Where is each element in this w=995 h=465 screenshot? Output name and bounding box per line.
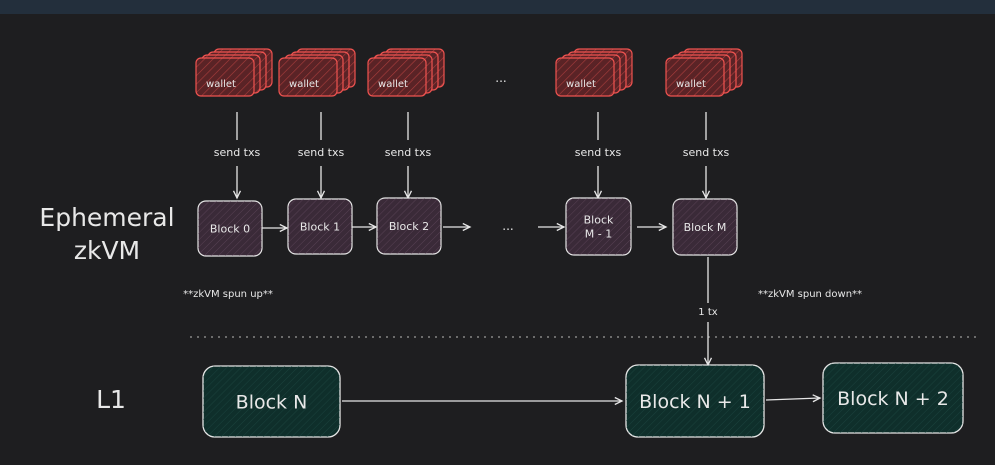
l1-chain-arrow xyxy=(342,396,624,406)
send-txs-arrow xyxy=(593,166,603,200)
send-txs-label: send txs xyxy=(214,146,261,159)
wallet-stack: wallet xyxy=(278,48,356,97)
send-txs-label: send txs xyxy=(683,146,730,159)
ephemeral-label-line2: zkVM xyxy=(74,236,140,265)
l1-block: Block N xyxy=(202,365,341,438)
wallet-label: wallet xyxy=(289,79,319,90)
zkvm-block-label: Block M xyxy=(684,221,727,234)
chain-arrow xyxy=(538,222,566,232)
send-txs-arrow xyxy=(403,166,413,200)
l1-label: L1 xyxy=(96,385,126,414)
chain-arrow xyxy=(637,222,668,232)
zkvm-block-label: Block 1 xyxy=(300,221,340,234)
ephemeral-label-line1: Ephemeral xyxy=(39,203,174,232)
zkvm-block: Block 0 xyxy=(197,200,263,257)
ellipsis-blocks: ... xyxy=(502,219,513,233)
wallet-stack: wallet xyxy=(665,48,743,97)
l1-block-label: Block N xyxy=(236,392,308,414)
spun-down-note: **zkVM spun down** xyxy=(758,289,862,300)
window-top-bar xyxy=(0,0,995,14)
one-tx-label: 1 tx xyxy=(698,307,717,318)
zkvm-block-label: Block 0 xyxy=(210,223,250,236)
chain-arrow xyxy=(262,223,289,233)
l1-block-label: Block N + 2 xyxy=(837,388,949,410)
wallet-stack: wallet xyxy=(367,48,445,97)
chain-arrow xyxy=(352,222,378,232)
wallet-label: wallet xyxy=(378,79,408,90)
send-txs-arrow xyxy=(232,166,242,200)
l1-chain-arrow xyxy=(765,394,822,403)
commit-arrow xyxy=(703,322,713,367)
wallet-label: wallet xyxy=(676,79,706,90)
send-txs-arrow xyxy=(701,166,711,200)
chain-arrow xyxy=(443,222,472,232)
l1-block: Block N + 1 xyxy=(625,364,765,438)
zkvm-block-label: Block 2 xyxy=(389,220,429,233)
spun-up-note: **zkVM spun up** xyxy=(183,289,273,300)
send-txs-label: send txs xyxy=(298,146,345,159)
ellipsis-wallets: ... xyxy=(495,71,506,85)
wallet-stack: wallet xyxy=(555,48,633,97)
l1-block: Block N + 2 xyxy=(822,362,964,434)
wallet-label: wallet xyxy=(206,79,236,90)
zkvm-block-label: Block xyxy=(584,214,614,227)
send-txs-label: send txs xyxy=(575,146,622,159)
wallet-label: wallet xyxy=(566,79,596,90)
zkvm-block: Block 2 xyxy=(376,197,442,255)
l1-block-label: Block N + 1 xyxy=(639,391,751,413)
zkvm-block-label: M - 1 xyxy=(585,228,612,241)
zkvm-block: Block M xyxy=(672,198,738,256)
send-txs-arrow xyxy=(316,166,326,200)
send-txs-label: send txs xyxy=(385,146,432,159)
wallet-stack: wallet xyxy=(195,48,273,97)
zkvm-block: Block 1 xyxy=(287,198,353,255)
